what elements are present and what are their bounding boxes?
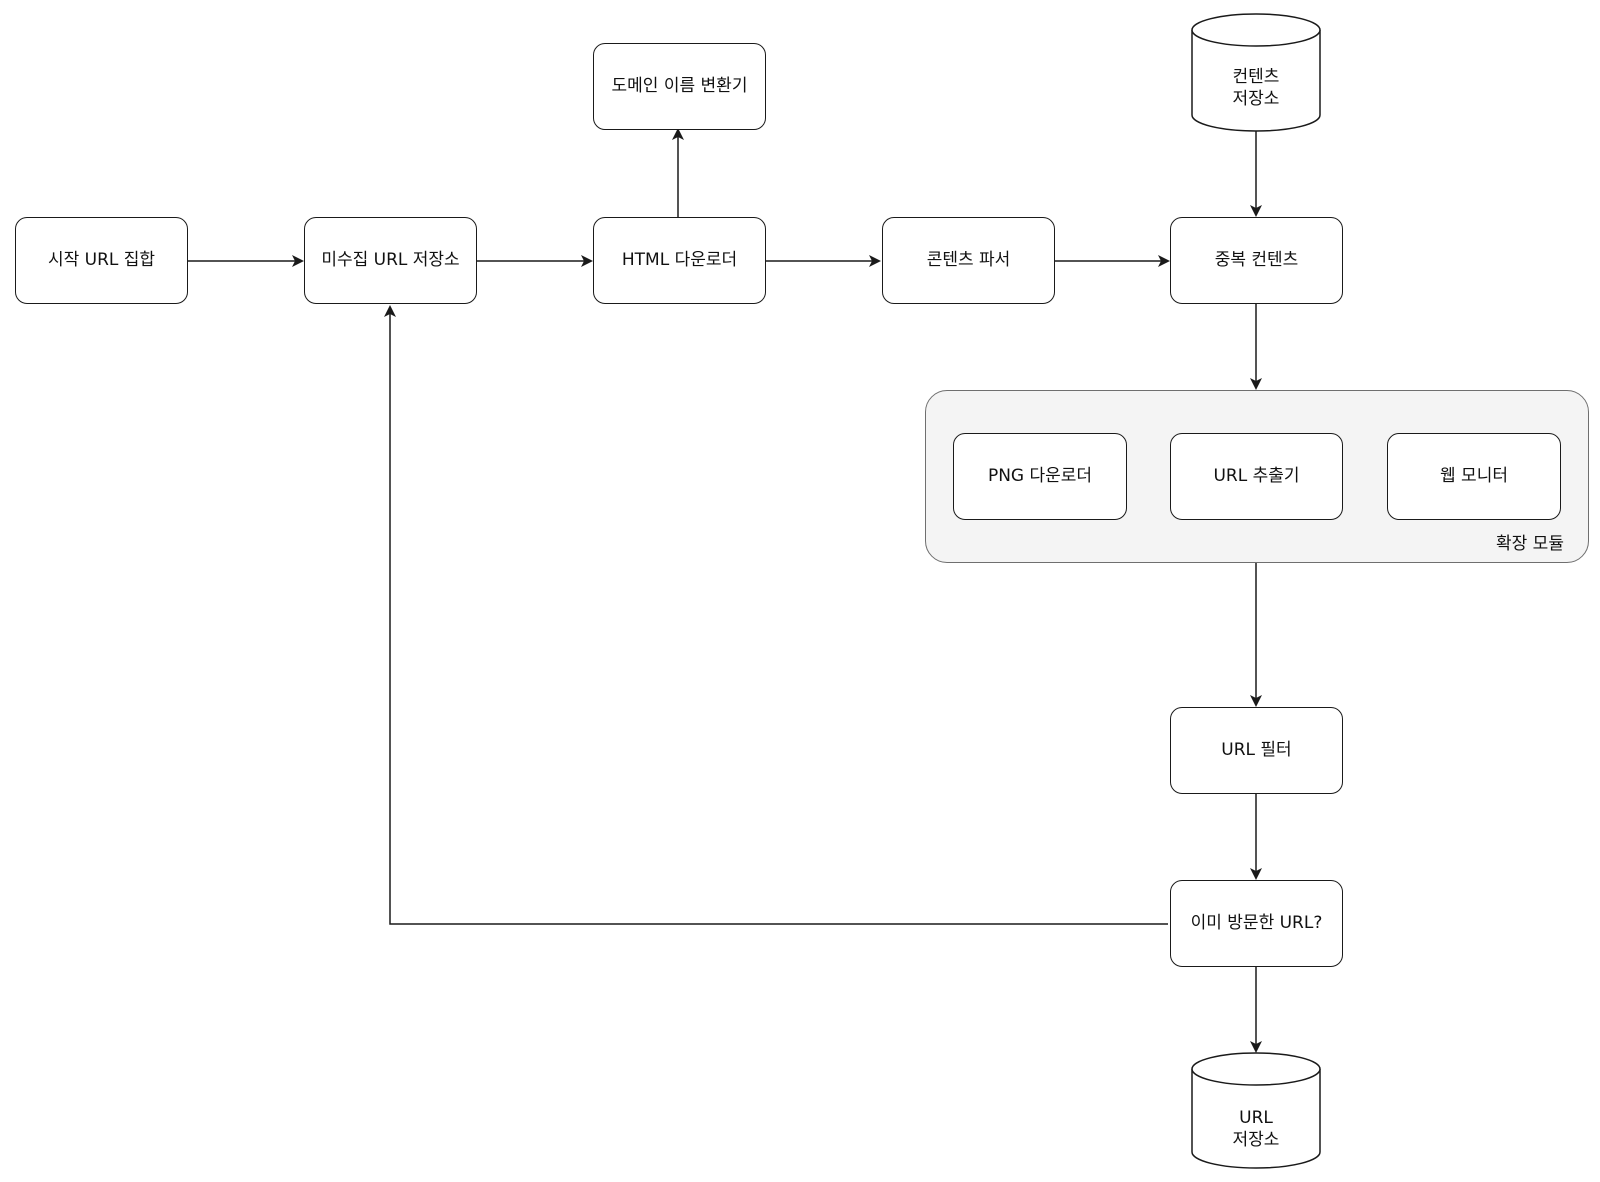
html-downloader-label: HTML 다운로더 <box>621 249 738 270</box>
content-parser-node: 콘텐츠 파서 <box>882 217 1055 304</box>
url-seen-node: 이미 방문한 URL? <box>1170 880 1343 967</box>
url-storage-label-line2: 저장소 <box>1232 1130 1280 1151</box>
dns-resolver-node: 도메인 이름 변환기 <box>593 43 766 130</box>
content-storage-label: 컨텐츠 저장소 <box>1192 66 1320 110</box>
dns-resolver-label: 도메인 이름 변환기 <box>611 75 748 96</box>
png-downloader-node: PNG 다운로더 <box>953 433 1127 520</box>
extension-modules-label: 확장 모듈 <box>1496 534 1564 554</box>
url-storage-label-line1: URL <box>1239 1108 1273 1128</box>
url-storage-label: URL 저장소 <box>1192 1107 1320 1151</box>
seed-urls-node: 시작 URL 집합 <box>15 217 188 304</box>
content-storage-cylinder <box>1191 13 1321 132</box>
frontier-node: 미수집 URL 저장소 <box>304 217 477 304</box>
content-storage-label-line2: 저장소 <box>1232 89 1280 110</box>
png-downloader-label: PNG 다운로더 <box>987 465 1093 486</box>
url-filter-node: URL 필터 <box>1170 707 1343 794</box>
html-downloader-node: HTML 다운로더 <box>593 217 766 304</box>
content-seen-node: 중복 컨텐츠 <box>1170 217 1343 304</box>
web-monitor-label: 웹 모니터 <box>1440 465 1508 486</box>
content-parser-label: 콘텐츠 파서 <box>926 249 1011 270</box>
url-filter-label: URL 필터 <box>1221 739 1292 760</box>
arrow-url-seen-to-frontier <box>384 305 1168 925</box>
url-extractor-node: URL 추출기 <box>1170 433 1343 520</box>
web-monitor-node: 웹 모니터 <box>1387 433 1561 520</box>
seed-urls-label: 시작 URL 집합 <box>47 249 156 270</box>
url-seen-label: 이미 방문한 URL? <box>1190 912 1323 933</box>
content-storage-label-line1: 컨텐츠 <box>1232 67 1280 87</box>
frontier-label: 미수집 URL 저장소 <box>321 249 460 270</box>
url-storage-cylinder <box>1191 1052 1321 1169</box>
content-seen-label: 중복 컨텐츠 <box>1214 249 1299 270</box>
url-extractor-label: URL 추출기 <box>1213 465 1300 486</box>
